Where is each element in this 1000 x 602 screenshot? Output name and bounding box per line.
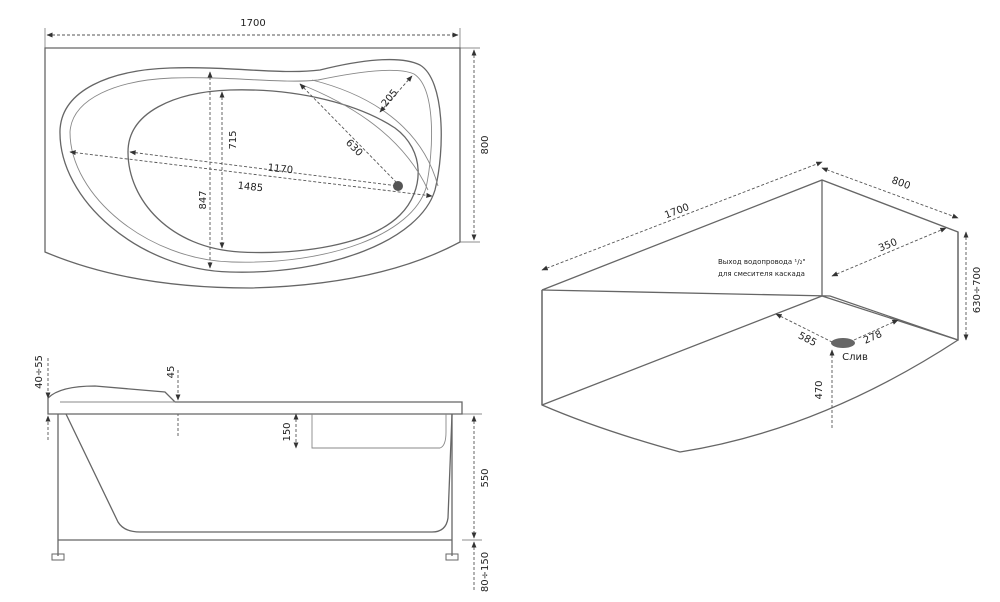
dim-diag: 630 <box>343 138 364 159</box>
dim-depth: 800 <box>480 135 491 154</box>
dim-outer-length: 1485 <box>237 181 263 195</box>
iso-drain-icon <box>831 338 855 348</box>
dim-radius: 205 <box>380 88 401 110</box>
dim-inner-length: 1170 <box>267 163 293 177</box>
iso-dim-drain-x: 585 <box>796 331 818 349</box>
note-line2: для смесителя каскада <box>718 270 805 278</box>
iso-view: Слив Выход водопровода ¹/₂" для смесител… <box>541 161 983 453</box>
dim-height: 550 <box>480 468 491 487</box>
side-body <box>65 413 453 533</box>
iso-dim-depth: 800 <box>890 175 912 192</box>
iso-dim-height: 630÷700 <box>972 267 983 314</box>
dim-inner-depth: 715 <box>228 130 239 149</box>
tub-headrest <box>299 83 429 191</box>
tub-outer-rim <box>59 58 442 273</box>
iso-dim-drain-y: 278 <box>862 329 884 347</box>
dim-outer-depth: 847 <box>198 190 209 209</box>
iso-front-face <box>541 290 959 453</box>
iso-dim-length: 1700 <box>663 202 691 221</box>
dim-width: 1700 <box>240 18 265 29</box>
tub-outer-rim-inner <box>69 69 433 263</box>
top-view-frame <box>44 47 461 289</box>
dim-panel: 150 <box>282 422 293 441</box>
side-rim <box>47 385 463 415</box>
note-line1: Выход водопровода ¹/₂" <box>718 258 806 266</box>
foot-left <box>51 553 65 561</box>
drain-label: Слив <box>842 352 868 363</box>
dim-legs: 80÷150 <box>480 552 491 592</box>
side-view: 40÷55 45 150 550 80÷150 <box>34 355 491 592</box>
iso-dim-drain-z: 470 <box>814 380 825 399</box>
dim-ledge: 45 <box>166 366 177 379</box>
top-view: 1700 800 715 847 1170 1485 630 205 <box>44 18 491 289</box>
foot-right <box>445 553 459 561</box>
iso-dim-water: 350 <box>877 237 899 254</box>
dim-rim: 40÷55 <box>34 355 45 389</box>
